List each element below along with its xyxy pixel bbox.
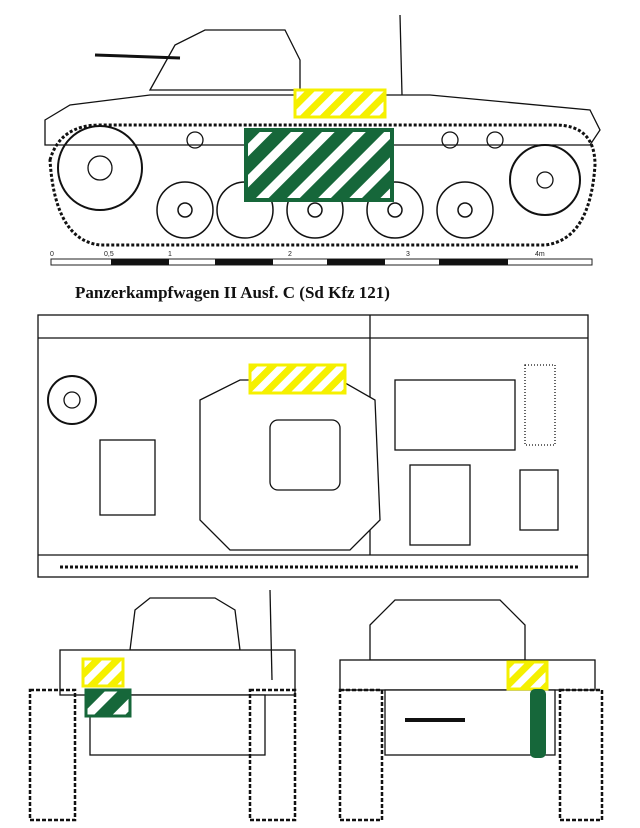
highlight-green-rear: [530, 689, 546, 758]
highlight-green-side: [244, 128, 394, 202]
scale-label-1: 1: [168, 251, 172, 258]
highlight-yellow-front: [81, 657, 125, 688]
scale-label-3: 3: [406, 251, 410, 258]
top-view: [37, 314, 589, 578]
highlight-yellow-top: [248, 363, 347, 395]
scale-label-4m: 4m: [535, 251, 545, 258]
front-view: [28, 589, 297, 822]
highlight-yellow-side: [293, 88, 387, 119]
highlight-yellow-rear: [506, 660, 549, 691]
scale-bar: 0 0,5 1 2 3 4m: [50, 251, 593, 266]
rear-view: [338, 599, 604, 822]
highlight-green-front: [84, 688, 132, 718]
scale-label-2: 2: [288, 251, 292, 258]
side-view: [44, 14, 601, 247]
scale-label-0: 0: [50, 251, 54, 258]
drawing-title: Panzerkampfwagen II Ausf. C (Sd Kfz 121): [75, 283, 390, 302]
scale-label-0-5: 0,5: [104, 251, 114, 258]
